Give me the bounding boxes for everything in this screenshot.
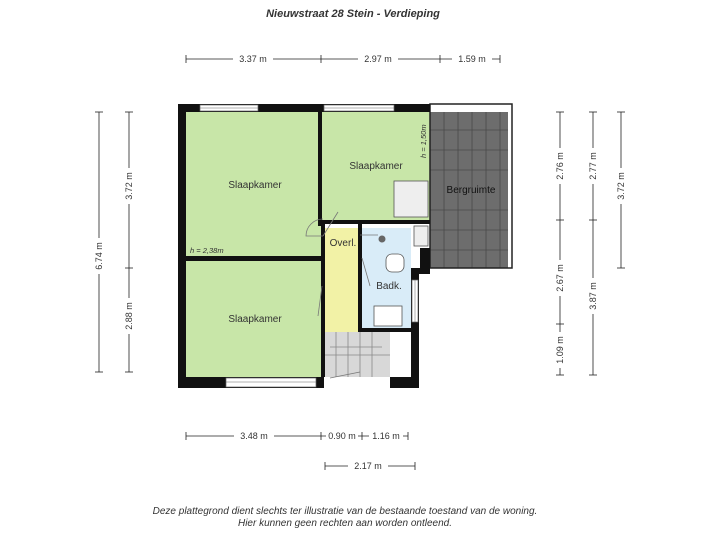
dim-left-inner-2: 2.88 m	[124, 302, 134, 330]
dim-left-outer: 6.74 m	[94, 242, 104, 270]
hallway-fill	[324, 228, 359, 332]
dim-top-2: 2.97 m	[364, 54, 392, 64]
storage-fill	[430, 112, 508, 268]
room-label-hallway: Overl.	[330, 238, 357, 249]
stairs-fill	[324, 332, 390, 377]
storage-outline	[429, 103, 513, 269]
storage-hatching	[430, 112, 508, 268]
dim-right-outer: 3.72 m	[616, 172, 626, 200]
bathroom-fixtures	[373, 180, 429, 327]
dim-bottom-1: 3.48 m	[240, 431, 268, 441]
disclaimer: Deze plattegrond dient slechts ter illus…	[0, 506, 690, 530]
drain-icon	[378, 235, 386, 243]
disclaimer-line-1: Deze plattegrond dient slechts ter illus…	[152, 506, 538, 517]
doors	[305, 211, 378, 379]
room-label-storage: Bergruimte	[447, 185, 496, 196]
dim-right-middle-2: 3.87 m	[588, 282, 598, 310]
room-label-bedroom-top-left: Slaapkamer	[228, 180, 282, 191]
dim-bottom-2: 0.90 m	[328, 431, 356, 441]
dim-right-middle-1: 2.77 m	[588, 152, 598, 180]
dim-bottom-3: 1.16 m	[372, 431, 400, 441]
height-label-left: h = 2,38m	[190, 246, 224, 255]
room-label-bedroom-bottom-left: Slaapkamer	[228, 314, 282, 325]
dim-right-inner-1: 2.76 m	[555, 152, 565, 180]
dim-right-inner-2: 2.67 m	[555, 264, 565, 292]
bedroom-bottom-left-fill	[186, 261, 321, 377]
dimension-label-bgs	[93, 53, 627, 471]
room-label-bedroom-top-right: Slaapkamer	[349, 161, 403, 172]
window-lines	[200, 107, 416, 383]
plan-title: Nieuwstraat 28 Stein - Verdieping	[266, 8, 440, 20]
dim-top-3: 1.59 m	[458, 54, 486, 64]
room-label-bathroom: Badk.	[376, 281, 402, 292]
dim-bottom-4: 2.17 m	[354, 461, 382, 471]
dim-left-inner-1: 3.72 m	[124, 172, 134, 200]
dim-top-1: 3.37 m	[239, 54, 267, 64]
disclaimer-line-2: Hier kunnen geen rechten aan worden ontl…	[237, 518, 453, 529]
stairs	[324, 332, 390, 377]
dim-right-inner-3: 1.09 m	[555, 336, 565, 364]
bedroom-top-left-fill	[186, 112, 321, 256]
height-label-right: h = 1,50m	[419, 124, 428, 158]
